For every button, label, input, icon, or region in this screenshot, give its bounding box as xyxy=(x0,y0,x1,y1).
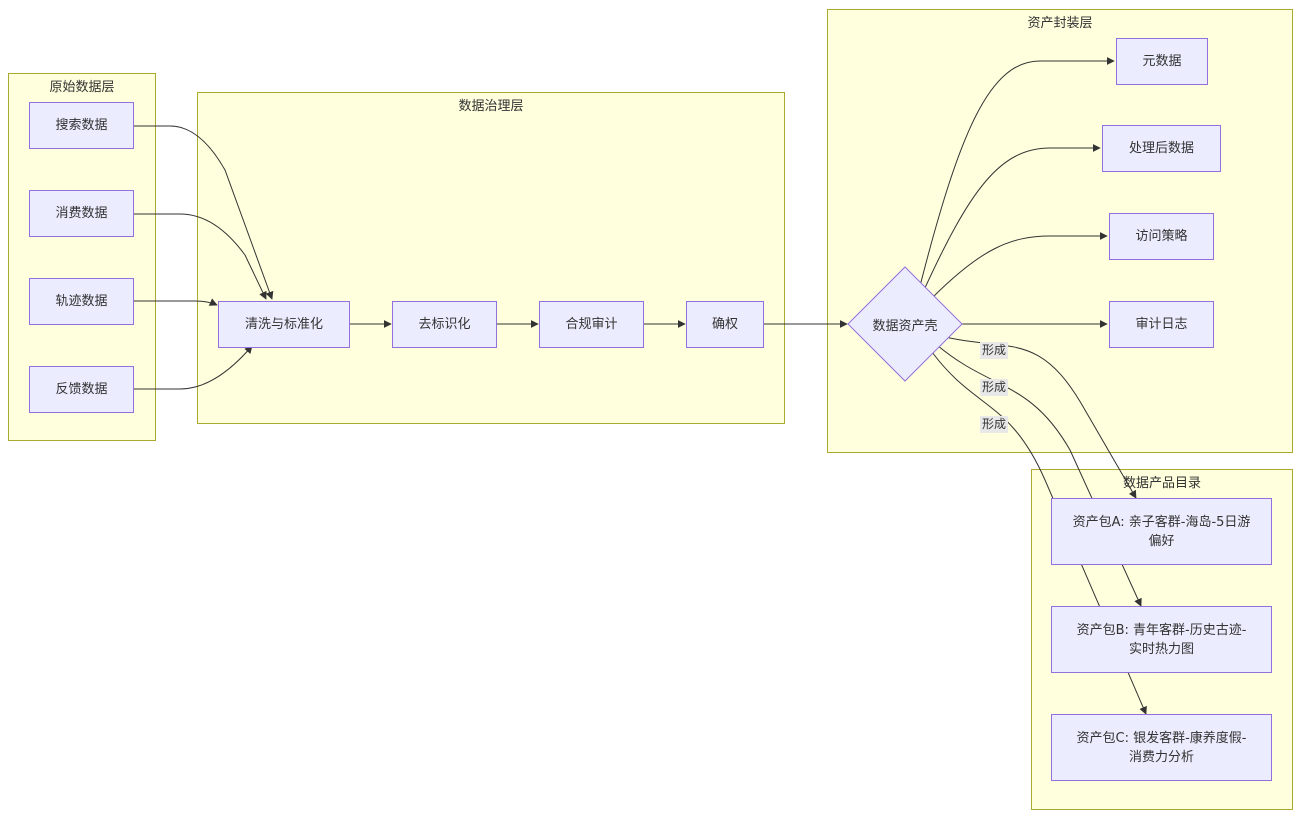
node-asset-shell-diamond[interactable] xyxy=(847,266,963,382)
node-label: 轨迹数据 xyxy=(55,294,108,309)
node-label: 去标识化 xyxy=(418,317,471,332)
node-processed-data[interactable]: 处理后数据 xyxy=(1102,125,1221,172)
node-label: 审计日志 xyxy=(1135,317,1188,332)
cluster-title: 资产封装层 xyxy=(1027,16,1093,31)
node-label: 清洗与标准化 xyxy=(244,317,323,332)
node-label: 资产包C: 银发客群-康养度假-消费力分析 xyxy=(1076,730,1247,765)
edge-shell-to-access-policy xyxy=(931,232,1108,299)
node-package-b[interactable]: 资产包B: 青年客群-历史古迹-实时热力图 xyxy=(1051,606,1272,673)
node-trajectory-data[interactable]: 轨迹数据 xyxy=(29,278,134,325)
node-compliance-audit[interactable]: 合规审计 xyxy=(539,301,644,348)
node-asset-shell-label: 数据资产壳 xyxy=(872,318,938,334)
node-label: 访问策略 xyxy=(1135,229,1188,244)
edge-consumption-to-clean xyxy=(134,213,267,300)
cluster-governance-layer: 数据治理层 xyxy=(197,92,785,424)
edge-trajectory-to-clean xyxy=(134,298,218,306)
node-feedback-data[interactable]: 反馈数据 xyxy=(29,366,134,413)
node-package-c[interactable]: 资产包C: 银发客群-康养度假-消费力分析 xyxy=(1051,714,1272,781)
cluster-title: 数据产品目录 xyxy=(1122,476,1201,491)
node-deidentify[interactable]: 去标识化 xyxy=(392,301,497,348)
edge-shell-to-metadata xyxy=(919,57,1115,287)
node-package-a[interactable]: 资产包A: 亲子客群-海岛-5日游偏好 xyxy=(1051,498,1272,565)
node-audit-log[interactable]: 审计日志 xyxy=(1109,301,1214,348)
node-label: 反馈数据 xyxy=(55,382,108,397)
edge-shell-to-processed xyxy=(923,144,1101,291)
edge-search-to-clean xyxy=(134,125,274,300)
node-label: 消费数据 xyxy=(55,206,108,221)
edge-label-form: 形成 xyxy=(980,379,1009,396)
edge-shell-to-package-c xyxy=(931,351,1147,715)
node-label: 合规审计 xyxy=(565,317,618,332)
node-consumption-data[interactable]: 消费数据 xyxy=(29,190,134,237)
node-label: 确权 xyxy=(711,317,738,332)
node-rights-confirm[interactable]: 确权 xyxy=(686,301,764,348)
node-label: 资产包B: 青年客群-历史古迹-实时热力图 xyxy=(1076,622,1247,657)
cluster-title: 原始数据层 xyxy=(49,80,115,95)
node-clean-standardize[interactable]: 清洗与标准化 xyxy=(218,301,350,348)
edge-shell-to-package-b xyxy=(936,344,1142,607)
node-label: 处理后数据 xyxy=(1128,141,1194,156)
node-label: 搜索数据 xyxy=(55,118,108,133)
node-label: 资产包A: 亲子客群-海岛-5日游偏好 xyxy=(1072,514,1251,549)
edge-label-form: 形成 xyxy=(980,416,1009,433)
cluster-title: 数据治理层 xyxy=(458,99,524,114)
edge-feedback-to-clean xyxy=(134,345,253,390)
node-label: 元数据 xyxy=(1142,54,1182,69)
node-metadata[interactable]: 元数据 xyxy=(1116,38,1208,85)
node-search-data[interactable]: 搜索数据 xyxy=(29,102,134,149)
edge-label-form: 形成 xyxy=(980,342,1009,359)
edge-shell-to-package-a xyxy=(944,336,1137,499)
node-access-policy[interactable]: 访问策略 xyxy=(1109,213,1214,260)
